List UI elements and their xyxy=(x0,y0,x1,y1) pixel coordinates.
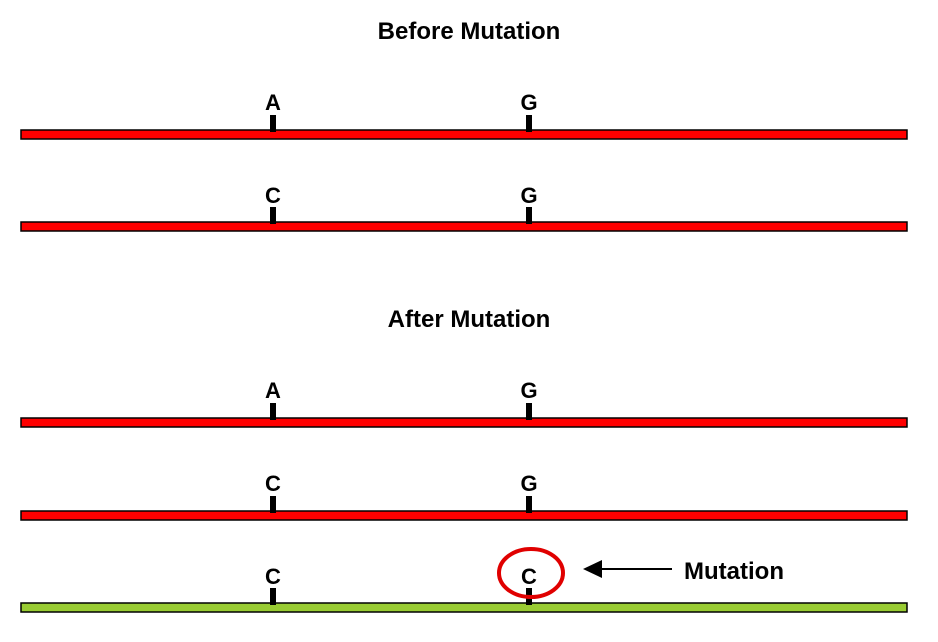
base-marker xyxy=(270,496,276,513)
base-marker xyxy=(526,496,532,513)
base-label: A xyxy=(265,378,281,403)
base-marker xyxy=(270,588,276,605)
base-label: G xyxy=(520,183,538,208)
strand-3 xyxy=(20,417,908,428)
base-marker xyxy=(270,115,276,132)
strand-2 xyxy=(20,221,908,232)
base-marker xyxy=(270,207,276,224)
mutation-highlight-circle xyxy=(497,547,565,599)
strand-1 xyxy=(20,129,908,140)
base-label: C xyxy=(265,471,281,496)
mutation-label: Mutation xyxy=(684,558,784,585)
base-label: C xyxy=(265,564,281,589)
arrow-head-icon xyxy=(583,560,602,578)
strand-5 xyxy=(20,602,908,613)
base-marker xyxy=(526,115,532,132)
base-label: G xyxy=(520,378,538,403)
base-marker xyxy=(526,207,532,224)
base-label: C xyxy=(265,183,281,208)
base-label: G xyxy=(520,471,538,496)
base-label: A xyxy=(265,90,281,115)
base-label: C xyxy=(521,564,537,589)
base-marker xyxy=(526,403,532,420)
base-label: G xyxy=(520,90,538,115)
after-heading: After Mutation xyxy=(387,306,551,333)
strand-4 xyxy=(20,510,908,521)
base-marker xyxy=(270,403,276,420)
before-heading: Before Mutation xyxy=(377,18,561,45)
